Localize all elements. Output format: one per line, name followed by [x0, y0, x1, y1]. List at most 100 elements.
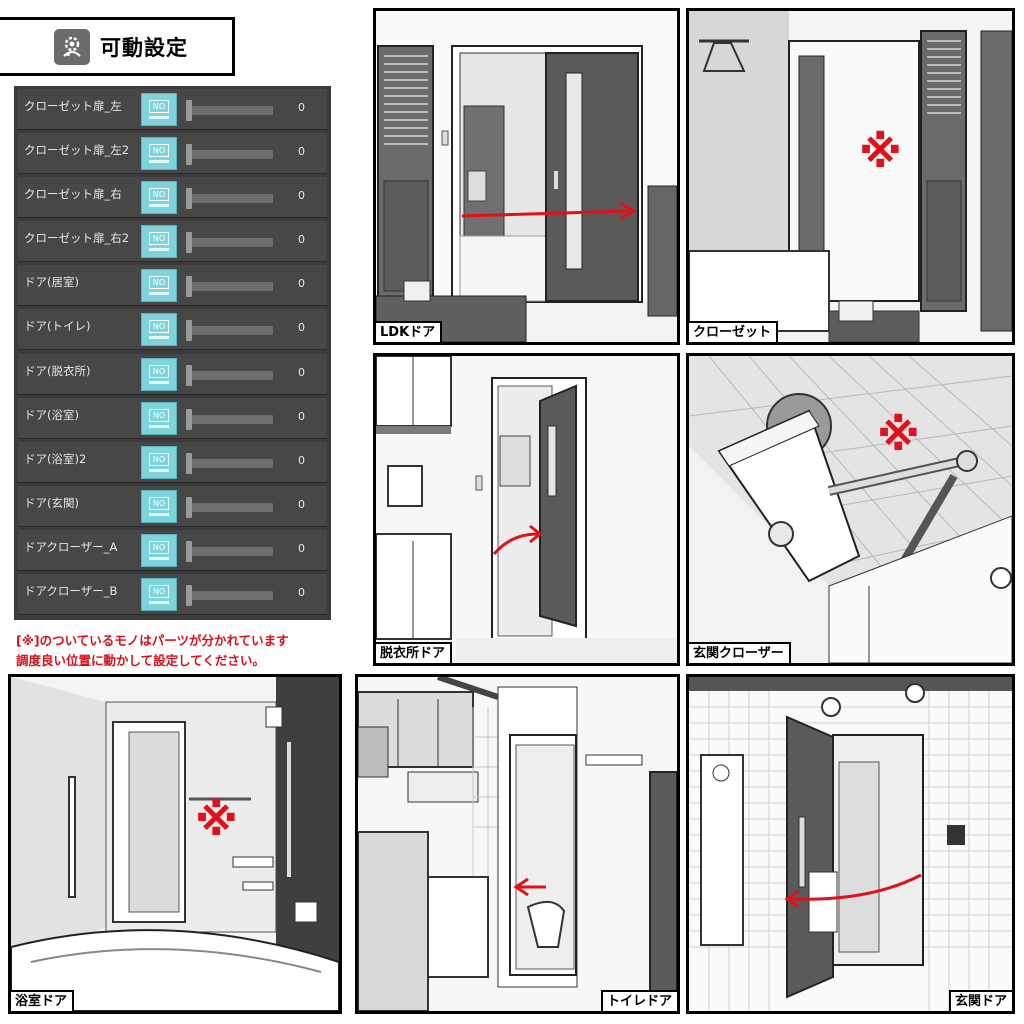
- param-slider[interactable]: [186, 408, 273, 430]
- slider-handle[interactable]: [186, 232, 192, 254]
- slider-handle[interactable]: [186, 320, 192, 342]
- ldk-door-illustration: LDKドア: [373, 8, 680, 345]
- toggle-text: NO: [148, 320, 170, 334]
- toggle-bar-icon: [149, 336, 169, 340]
- param-label: ドア(玄関): [24, 495, 79, 510]
- toggle-bar-icon: [149, 248, 169, 252]
- door-closer-label: 玄関クローザー: [689, 642, 791, 663]
- param-slider[interactable]: [186, 364, 273, 386]
- no-toggle-button[interactable]: NO: [141, 489, 177, 523]
- no-toggle-button[interactable]: NO: [141, 225, 177, 259]
- param-slider[interactable]: [186, 100, 273, 121]
- slider-handle[interactable]: [186, 540, 192, 562]
- param-label: ドア(脱衣所): [24, 363, 91, 378]
- param-slider[interactable]: [186, 276, 273, 298]
- slider-handle[interactable]: [186, 276, 192, 298]
- toggle-bar-icon: [149, 424, 169, 428]
- bath-door-label: 浴室ドア: [11, 990, 75, 1011]
- parts-mark-closet: ※: [859, 127, 902, 178]
- closet-illustration: ※ クローゼット: [686, 8, 1015, 345]
- slider-handle[interactable]: [186, 100, 192, 121]
- toggle-text: NO: [148, 496, 170, 510]
- param-label: ドア(居室): [24, 275, 79, 290]
- param-slider[interactable]: [186, 496, 273, 518]
- door-closer-illustration: ※ 玄関クローザー: [686, 353, 1015, 666]
- dressing-door-label: 脱衣所ドア: [376, 642, 453, 663]
- slider-handle[interactable]: [186, 188, 192, 210]
- param-label: クローゼット扉_左: [24, 99, 122, 113]
- toggle-bar-icon: [149, 556, 169, 560]
- no-toggle-button[interactable]: NO: [141, 533, 177, 567]
- param-value: 0: [298, 497, 305, 511]
- param-value: 0: [298, 277, 305, 291]
- param-row: ドア(居室) NO 0: [18, 265, 327, 307]
- note-line-1: [※]のついているモノはパーツが分かれています: [16, 633, 289, 648]
- param-slider[interactable]: [186, 585, 273, 607]
- param-slider[interactable]: [186, 232, 273, 254]
- param-value: 0: [298, 321, 305, 335]
- settings-gear-icon: [54, 28, 90, 65]
- toggle-text: NO: [148, 540, 170, 554]
- param-value: 0: [298, 189, 305, 203]
- no-toggle-button[interactable]: NO: [141, 401, 177, 435]
- toggle-bar-icon: [149, 512, 169, 516]
- toggle-text: NO: [148, 452, 170, 466]
- param-value: 0: [298, 541, 305, 555]
- toggle-text: NO: [148, 585, 170, 599]
- ldk-door-label: LDKドア: [376, 321, 443, 342]
- param-row: ドア(脱衣所) NO 0: [18, 353, 327, 395]
- entrance-door-label: 玄関ドア: [948, 990, 1012, 1011]
- param-label: ドアクローザー_A: [24, 539, 118, 554]
- dressing-door-illustration: 脱衣所ドア: [373, 353, 680, 666]
- slider-handle[interactable]: [186, 496, 192, 518]
- no-toggle-button[interactable]: NO: [141, 578, 177, 612]
- param-value: 0: [298, 233, 305, 247]
- param-value: 0: [298, 365, 305, 379]
- toggle-text: NO: [148, 364, 170, 378]
- toggle-text: NO: [148, 232, 170, 246]
- toggle-text: NO: [148, 188, 170, 202]
- param-value: 0: [298, 145, 305, 159]
- toggle-bar-icon: [149, 160, 169, 164]
- no-toggle-button[interactable]: NO: [141, 93, 177, 126]
- slider-handle[interactable]: [186, 144, 192, 166]
- bath-door-illustration: ※ 浴室ドア: [8, 674, 342, 1014]
- param-slider[interactable]: [186, 188, 273, 210]
- toggle-text: NO: [148, 100, 170, 113]
- param-value: 0: [298, 409, 305, 423]
- no-toggle-button[interactable]: NO: [141, 137, 177, 171]
- param-label: クローゼット扉_右: [24, 187, 122, 202]
- param-label: ドア(浴室)2: [24, 451, 87, 466]
- slider-handle[interactable]: [186, 408, 192, 430]
- param-value: 0: [298, 586, 305, 600]
- param-slider[interactable]: [186, 144, 273, 166]
- toggle-bar-icon: [149, 116, 169, 119]
- param-row: ドアクローザー_A NO 0: [18, 529, 327, 571]
- entrance-door-illustration: 玄関ドア: [686, 674, 1015, 1014]
- parts-mark-closer: ※: [877, 410, 920, 461]
- no-toggle-button[interactable]: NO: [141, 269, 177, 303]
- note-line-2: 調度良い位置に動かして設定してください。: [16, 653, 265, 668]
- no-toggle-button[interactable]: NO: [141, 357, 177, 391]
- slider-handle[interactable]: [186, 364, 192, 386]
- no-toggle-button[interactable]: NO: [141, 181, 177, 215]
- title-box: 可動設定: [0, 17, 235, 76]
- param-row: クローゼット扉_右 NO 0: [18, 177, 327, 219]
- toggle-bar-icon: [149, 380, 169, 384]
- toggle-text: NO: [148, 144, 170, 158]
- slider-handle[interactable]: [186, 452, 192, 474]
- no-toggle-button[interactable]: NO: [141, 445, 177, 479]
- param-slider[interactable]: [186, 452, 273, 474]
- no-toggle-button[interactable]: NO: [141, 313, 177, 347]
- param-slider[interactable]: [186, 320, 273, 342]
- slider-handle[interactable]: [186, 585, 192, 607]
- toggle-bar-icon: [149, 601, 169, 605]
- param-slider[interactable]: [186, 540, 273, 562]
